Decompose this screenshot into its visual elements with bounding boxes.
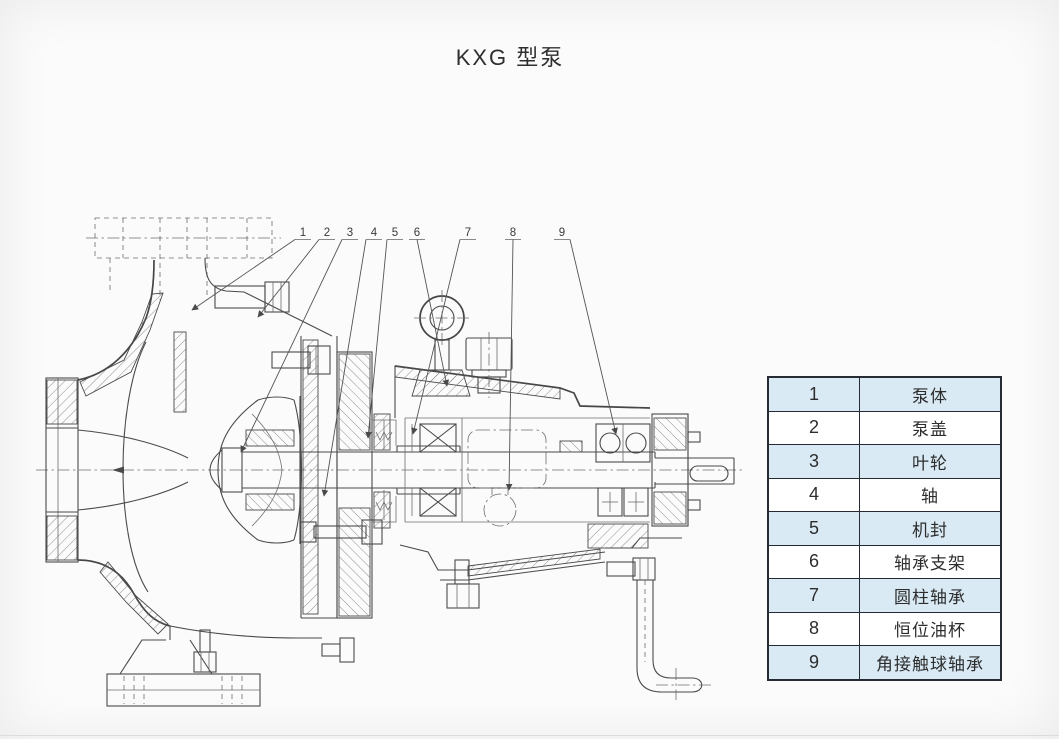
cylindrical-roller-bearing [404,418,463,522]
callout-8: 8 [505,227,521,491]
pump-cover [299,351,480,619]
table-row: 8 恒位油杯 [767,611,1002,646]
svg-text:5: 5 [392,227,398,239]
callout-5: 5 [365,227,403,439]
part-number-cell: 5 [767,511,860,546]
part-name-cell: 叶轮 [859,444,1002,479]
callout-1: 1 [191,227,311,311]
table-row: 1 泵体 [767,376,1002,412]
oiler-phantom [467,429,547,527]
part-name-cell: 泵盖 [859,410,1002,445]
page-title: KXG 型泵 [455,45,565,70]
table-row: 6 轴承支架 [767,544,1002,579]
part-name-cell: 泵体 [859,376,1002,412]
part-number-cell: 3 [767,444,860,479]
svg-text:3: 3 [347,227,353,239]
callout-3: 3 [240,227,358,453]
part-number-cell: 9 [767,645,860,680]
svg-text:8: 8 [510,227,516,239]
discharge-flange-phantom [86,217,281,300]
callout-9: 9 [554,227,618,435]
svg-text:4: 4 [371,227,378,239]
part-number-cell: 7 [767,578,860,613]
svg-text:7: 7 [465,227,471,239]
mechanical-seal [373,413,393,529]
table-row: 9 角接触球轴承 [767,645,1002,680]
impeller [209,396,303,544]
part-number-cell: 2 [767,410,860,445]
part-number-cell: 4 [767,477,860,512]
suction-flange [45,377,79,563]
eye-bolt [411,290,471,397]
part-name-cell: 角接触球轴承 [859,645,1002,680]
table-row: 5 机封 [767,511,1002,546]
part-name-cell: 圆柱轴承 [859,578,1002,613]
callouts: 1 2 3 4 5 6 7 8 9 [191,227,618,497]
svg-text:9: 9 [559,227,565,239]
shaft-centerline [36,466,744,474]
table-row: 3 叶轮 [767,444,1002,479]
part-number-cell: 6 [767,544,860,579]
svg-text:2: 2 [324,227,330,239]
part-name-cell: 机封 [859,511,1002,546]
support-leg [636,580,712,700]
angular-contact-ball-bearings [595,423,651,517]
base-foot [106,626,261,707]
part-number-cell: 1 [767,376,860,412]
part-name-cell: 轴承支架 [859,544,1002,579]
pump-body [77,257,355,663]
part-name-cell: 恒位油杯 [859,611,1002,646]
callout-2: 2 [257,227,335,318]
photo-bottom-edge [0,735,1059,736]
hex-plug [465,332,513,398]
table-row: 4 轴 [767,477,1002,512]
part-name-cell: 轴 [859,477,1002,512]
part-number-cell: 8 [767,611,860,646]
svg-text:6: 6 [414,227,420,239]
bearing-end-cover [651,413,701,527]
parts-table: 1 泵体 2 泵盖 3 叶轮 4 轴 5 机封 6 轴承支架 7 圆柱轴承 8 … [767,376,1002,681]
callout-6: 6 [409,227,450,387]
bearing-bracket [394,365,689,581]
table-row: 7 圆柱轴承 [767,578,1002,613]
table-row: 2 泵盖 [767,410,1002,445]
callout-4: 4 [321,227,382,497]
callout-7: 7 [411,227,476,435]
svg-text:1: 1 [300,227,306,239]
